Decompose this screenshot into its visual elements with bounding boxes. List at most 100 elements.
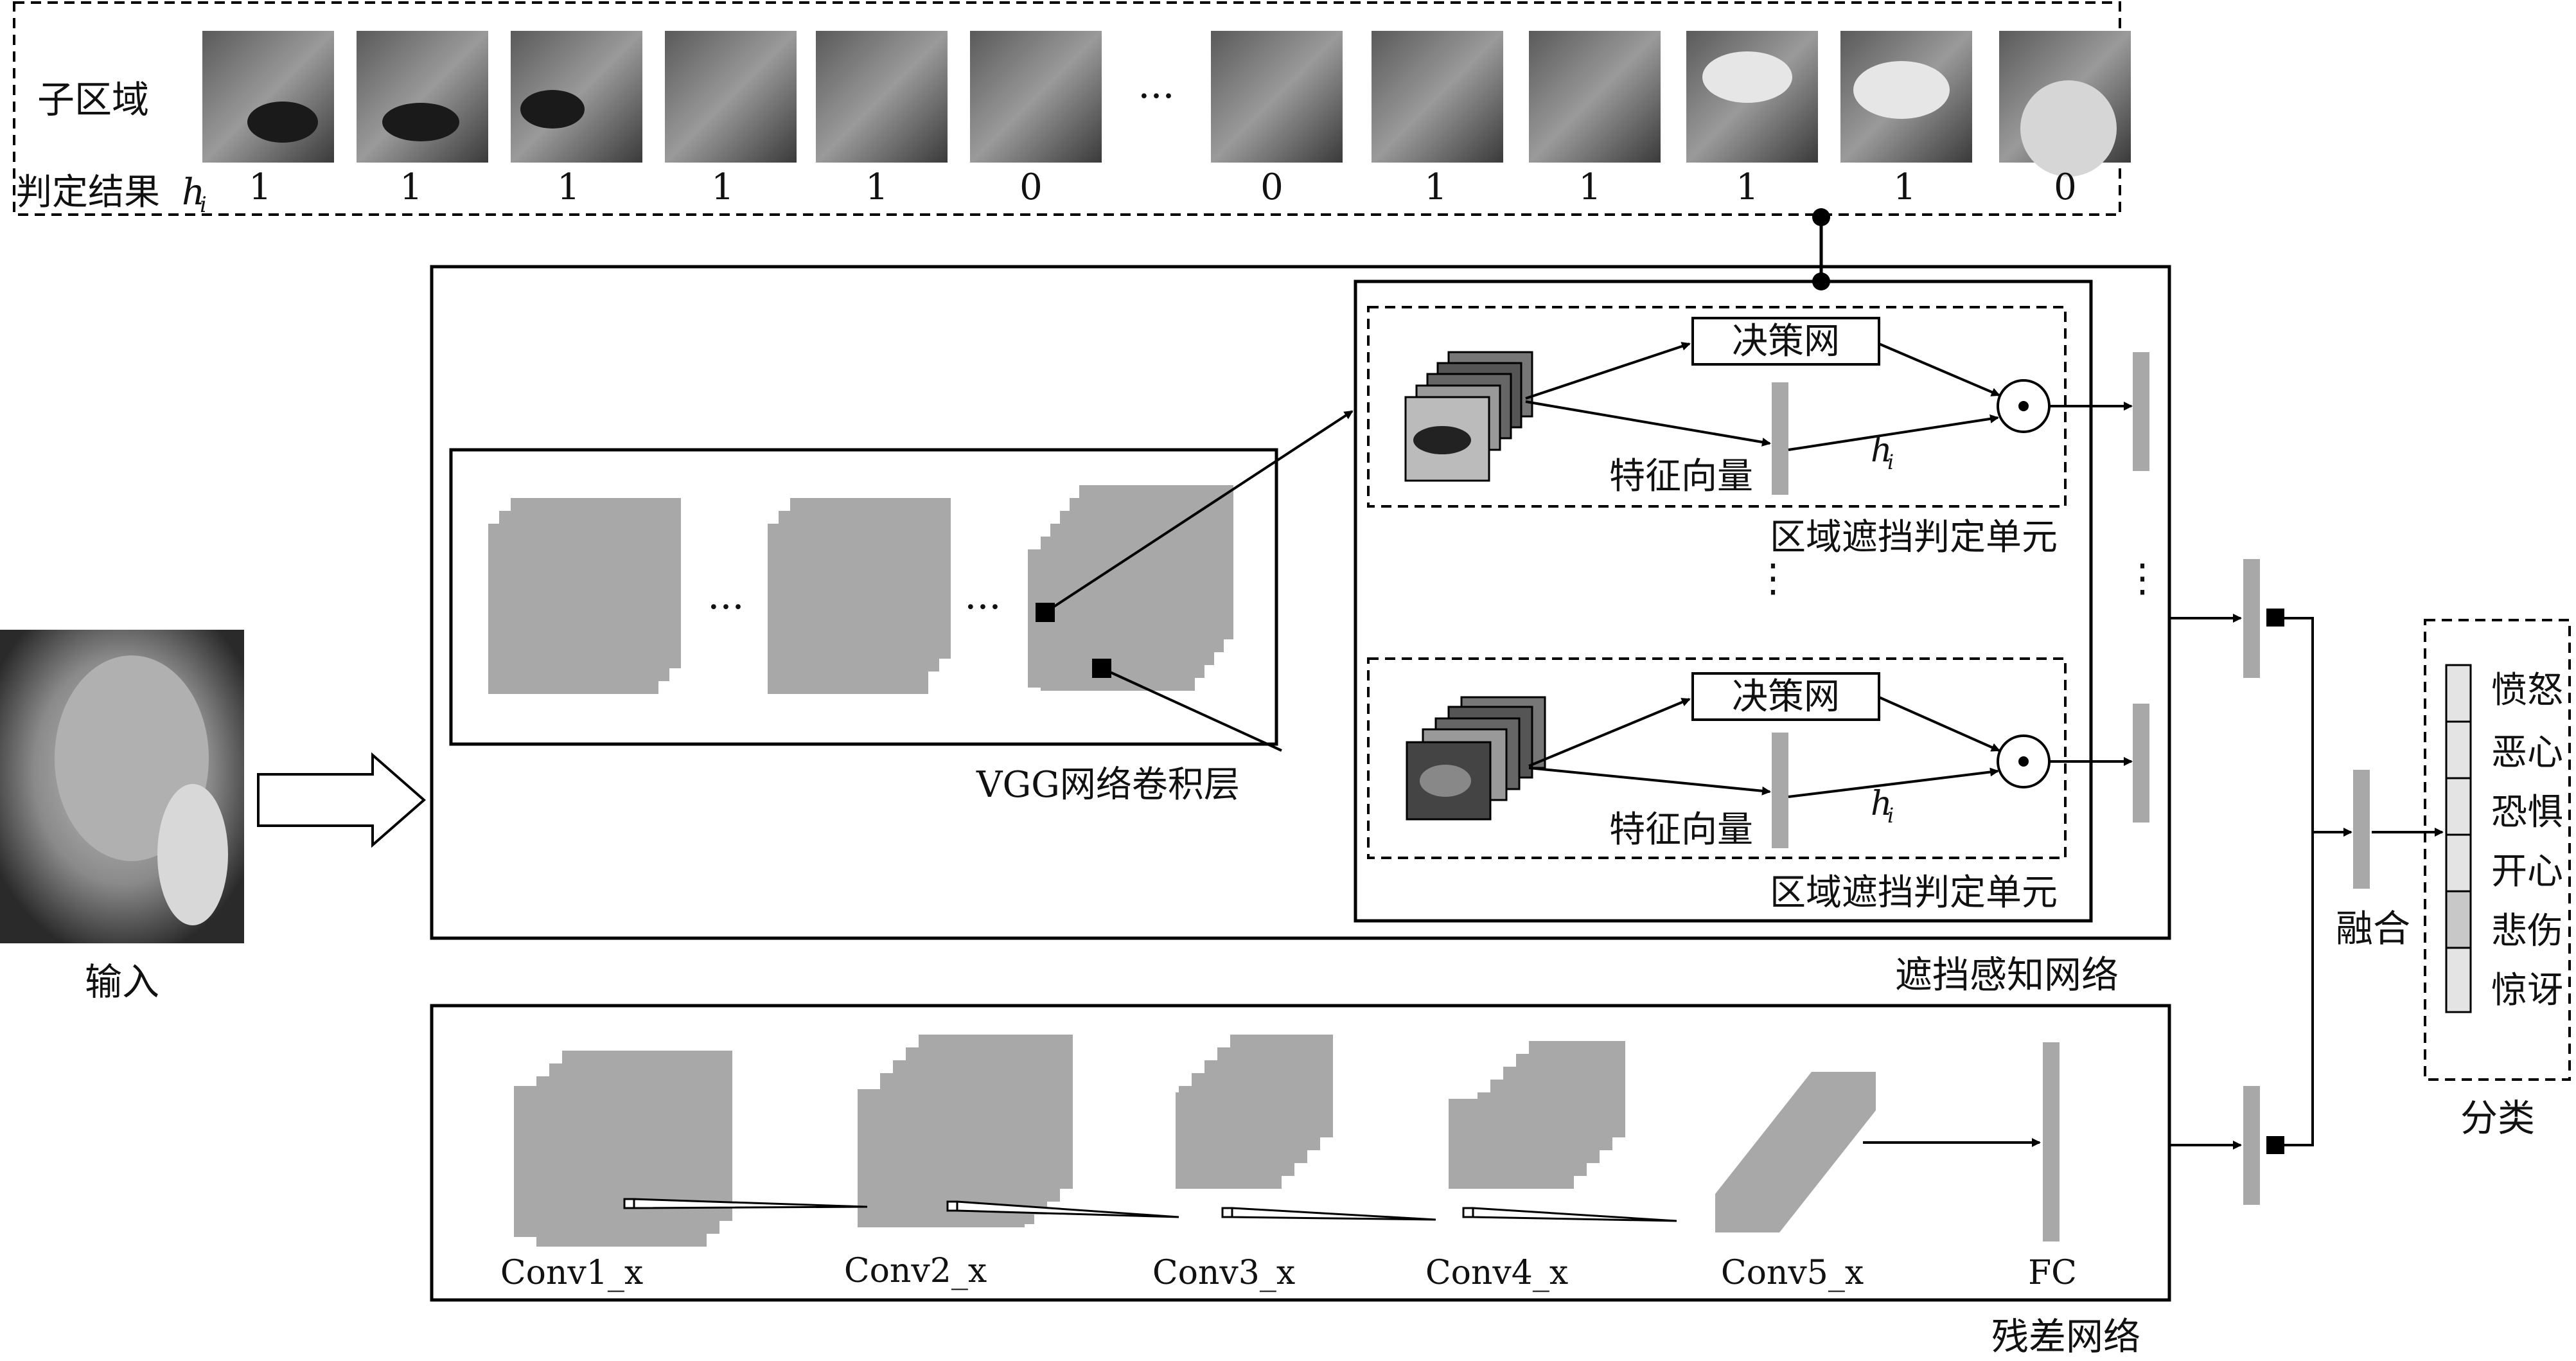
- thumb-ellipsis: ···: [1138, 74, 1174, 119]
- layer-label: Conv1_x: [500, 1254, 643, 1292]
- feature-vector-label: 特征向量: [1609, 809, 1753, 851]
- svg-text:i: i: [1887, 450, 1894, 474]
- residual-block: [1715, 1072, 1876, 1232]
- result-value: 0: [1019, 166, 1043, 208]
- output-vertical-ellipsis: ⋮: [2123, 556, 2162, 601]
- vgg-ellipsis: ···: [707, 585, 744, 630]
- result-value: 0: [1260, 166, 1284, 208]
- result-value: 1: [1893, 166, 1916, 208]
- hadamard-dot: [2018, 401, 2029, 411]
- residual-patch-marker: [623, 1198, 635, 1209]
- unit-vertical-ellipsis: ⋮: [1754, 556, 1792, 601]
- feature-to-product: [1788, 414, 1999, 451]
- decision-net-box: [1691, 317, 1880, 366]
- residual-patch-marker: [946, 1200, 958, 1212]
- receptive-field-wedge: [633, 1198, 868, 1209]
- occlusion-network-label: 遮挡感知网络: [1895, 953, 2119, 997]
- result-value: 1: [711, 166, 734, 208]
- feature-to-product: [1788, 767, 1999, 798]
- vgg-block: [1028, 485, 1233, 691]
- class-label: 惊讶: [2491, 970, 2563, 1011]
- vgg-block: [768, 498, 951, 694]
- layer-label: FC: [2028, 1254, 2077, 1292]
- eye-mark: [520, 90, 585, 129]
- result-value: 1: [1736, 166, 1759, 208]
- residual-block: [858, 1035, 1073, 1227]
- result-value: 1: [400, 166, 423, 208]
- eye-mark: [382, 103, 459, 141]
- occlusion-unit: [1367, 657, 2067, 859]
- fc-bar: [2043, 1042, 2060, 1241]
- subregion-thumb: [1372, 31, 1503, 163]
- layer-label: Conv3_x: [1152, 1254, 1295, 1292]
- unit-output-bar: [2133, 704, 2149, 823]
- residual-network-box: [430, 1004, 2171, 1302]
- hadamard-dot: [2018, 756, 2029, 767]
- class-label: 愤怒: [2491, 670, 2563, 711]
- result-value: 1: [1578, 166, 1601, 208]
- receptive-field-wedge: [1472, 1207, 1677, 1222]
- result-value: 1: [557, 166, 580, 208]
- vgg-to-unit-arrow: [1044, 410, 1354, 614]
- arrow-to-feature: [1525, 400, 1771, 447]
- residual-patch-marker: [1221, 1207, 1233, 1218]
- unit-patch-stack: [1406, 696, 1546, 821]
- result-value: 1: [865, 166, 888, 208]
- input-arrow: [257, 752, 427, 848]
- concat-marker: [2266, 1136, 2284, 1154]
- svg-text:h: h: [182, 172, 205, 213]
- arrow-to-decision: [1528, 698, 1691, 767]
- arrow-to-decision: [1525, 342, 1691, 400]
- subregion-thumb: [357, 31, 488, 163]
- layer-label: Conv2_x: [844, 1252, 987, 1290]
- h-label: h i: [1871, 431, 1894, 474]
- decision-to-product: [1878, 342, 2000, 396]
- arrow-to-feature: [1528, 767, 1771, 796]
- feature-vector-bar: [1772, 733, 1788, 848]
- occlusion-unit: [1367, 306, 2067, 508]
- vgg-to-unit-line: [1101, 667, 1282, 752]
- subregion-thumb: [202, 31, 334, 163]
- residual-network-label: 残差网络: [1991, 1315, 2140, 1358]
- vgg-label: VGG网络卷积层: [976, 764, 1240, 806]
- feature-vector-label: 特征向量: [1609, 456, 1753, 497]
- subregion-thumb: [970, 31, 1102, 163]
- residual-block: [1176, 1035, 1333, 1189]
- classification-label: 分类: [2460, 1096, 2535, 1140]
- svg-text:判定结果: 判定结果: [16, 172, 160, 213]
- unit-label: 区域遮挡判定单元: [1770, 872, 2058, 914]
- subregion-thumbnails: [202, 31, 2131, 177]
- svg-text:h: h: [1871, 785, 1892, 823]
- class-label: 恐惧: [2491, 792, 2563, 833]
- vgg-box: [449, 448, 1278, 746]
- decision-net-label: 决策网: [1732, 676, 1840, 718]
- input-label: 输入: [85, 960, 159, 1004]
- classification-box: [2424, 619, 2571, 1081]
- residual-block: [1449, 1041, 1625, 1189]
- fusion-bracket: [2284, 617, 2314, 1146]
- class-cells: [2445, 664, 2472, 1013]
- subregion-label: 子区域: [37, 78, 149, 121]
- residual-layer-labels: Conv1_x Conv2_x Conv3_x Conv4_x Conv5_x …: [500, 1252, 2077, 1292]
- residual-patch-marker: [1462, 1207, 1474, 1218]
- input-phone: [157, 784, 228, 925]
- result-value: 1: [249, 166, 272, 208]
- mouth-mark: [1702, 51, 1792, 103]
- result-value: 0: [2054, 166, 2077, 208]
- subregion-thumb: [665, 31, 797, 163]
- layer-label: Conv5_x: [1721, 1254, 1864, 1292]
- eye-mark: [247, 102, 318, 143]
- feature-vector-bar: [1772, 382, 1788, 495]
- residual-feature-bar: [2243, 1086, 2260, 1205]
- mouth-mark: [1853, 61, 1950, 119]
- decision-net-box: [1691, 672, 1880, 721]
- hand-mark: [2020, 80, 2117, 177]
- vgg-ellipsis: ···: [964, 585, 1001, 630]
- svg-text:i: i: [1887, 803, 1894, 828]
- vgg-block: [488, 498, 681, 694]
- decision-to-product: [1878, 696, 2000, 752]
- fusion-label: 融合: [2336, 907, 2410, 950]
- result-value: 1: [1424, 166, 1447, 208]
- unit-label: 区域遮挡判定单元: [1770, 517, 2058, 558]
